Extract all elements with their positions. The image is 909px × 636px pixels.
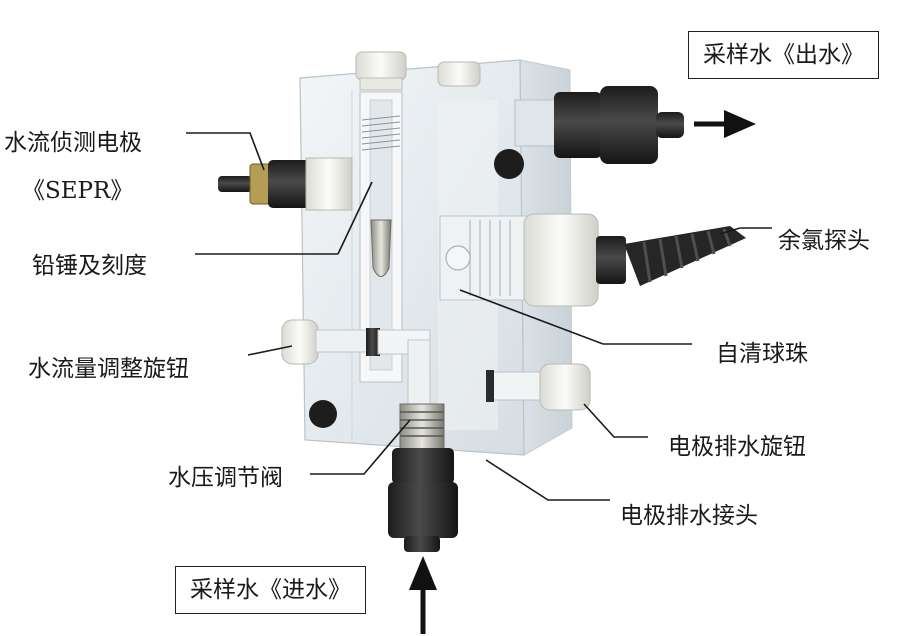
weight-scale-label: 铅锤及刻度 xyxy=(32,253,147,279)
leader-lines xyxy=(186,132,772,501)
outflow-arrow xyxy=(694,110,756,138)
sample-in-label: 采样水《进水》 xyxy=(190,577,351,603)
flow-knob xyxy=(281,319,431,411)
inlet-fitting xyxy=(388,448,458,552)
black-plug xyxy=(309,149,524,428)
drain-knob-label: 电极排水旋钮 xyxy=(668,434,806,460)
clean-ball-label: 自清球珠 xyxy=(716,341,808,367)
sample-out-label: 采样水《出水》 xyxy=(703,42,864,68)
sample-out-box: 采样水《出水》 xyxy=(688,31,879,79)
self-cleaning-ball xyxy=(445,245,471,271)
sample-in-box: 采样水《进水》 xyxy=(175,566,366,614)
flow-probe-model-label: 《SEPR》 xyxy=(22,178,134,204)
lead-weight xyxy=(370,219,392,277)
top-fitting xyxy=(355,51,481,91)
drain-knob xyxy=(486,363,591,411)
pressure-valve xyxy=(399,403,445,451)
outlet-fitting xyxy=(514,86,684,164)
flow-knob-label: 水流量调整旋钮 xyxy=(28,356,189,382)
flow-probe xyxy=(218,157,353,211)
chlorine-probe-label: 余氯探头 xyxy=(778,228,870,254)
pressure-valve-label: 水压调节阀 xyxy=(168,465,283,491)
chlorine-probe xyxy=(439,213,746,307)
flow-probe-label: 水流侦测电极 xyxy=(4,130,142,156)
drain-fitting-label: 电极排水接头 xyxy=(620,503,758,529)
inflow-arrow xyxy=(409,556,437,634)
